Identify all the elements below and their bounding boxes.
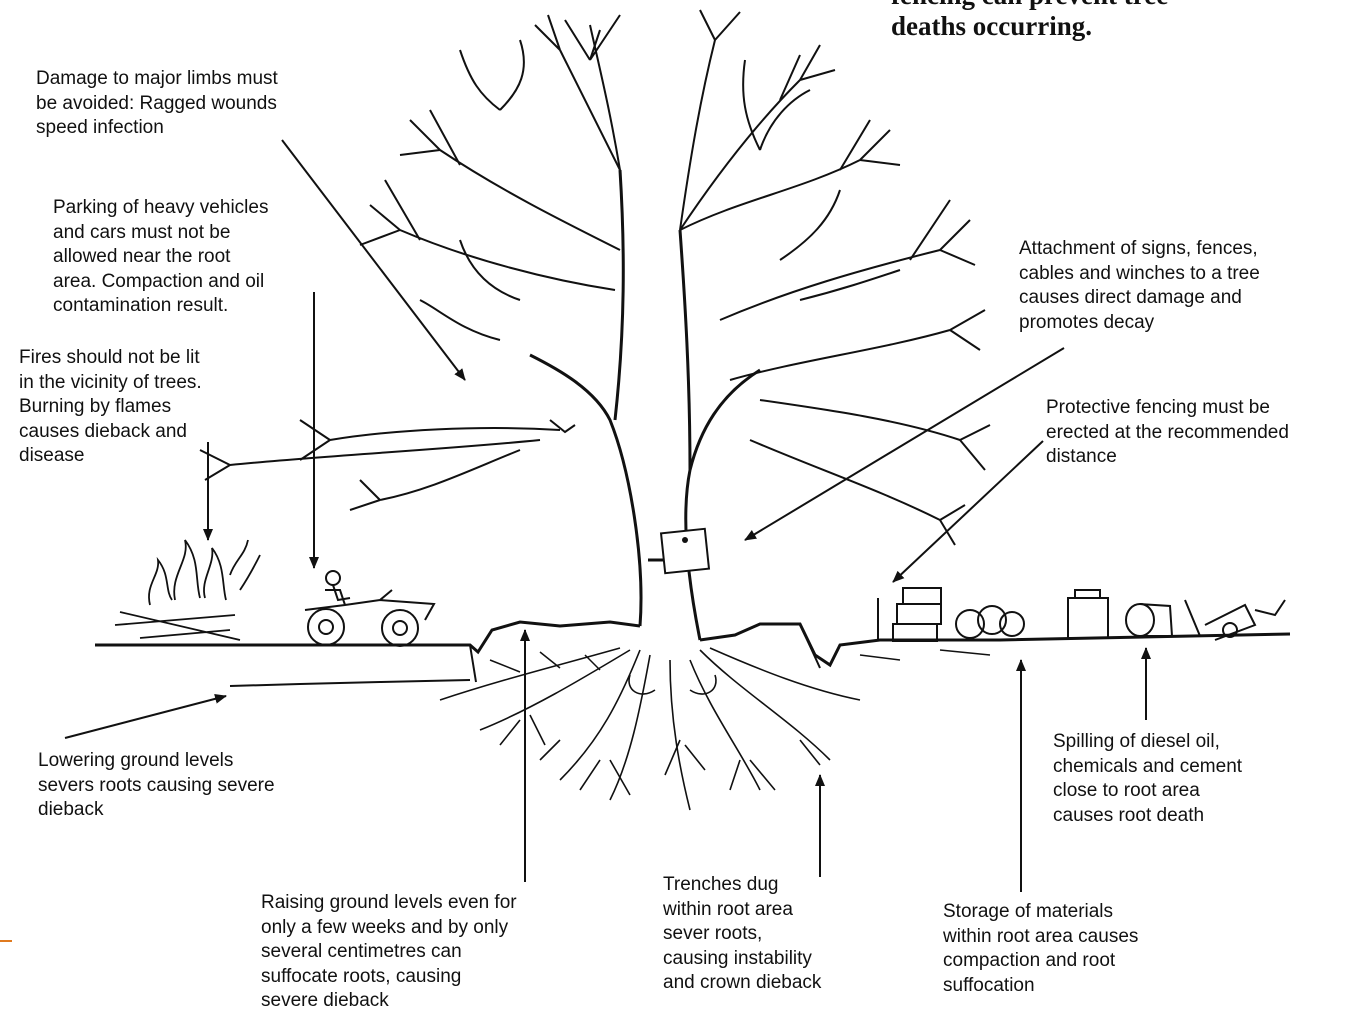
arrow-fencing — [893, 441, 1043, 582]
tree-roots — [440, 648, 860, 810]
label-trenches: Trenches dug within root area sever root… — [663, 873, 821, 996]
fire-illustration — [115, 540, 260, 640]
label-protective-fencing: Protective fencing must be erected at th… — [1046, 396, 1289, 470]
label-lowering-ground: Lowering ground levels severs roots caus… — [38, 749, 275, 823]
label-sign-attachment: Attachment of signs, fences, cables and … — [1019, 237, 1260, 335]
heading-partial-line: fencing can prevent tree — [891, 0, 1168, 10]
label-material-storage: Storage of materials within root area ca… — [943, 900, 1138, 998]
quad-bike-illustration — [305, 571, 434, 646]
fence-and-materials — [878, 588, 1285, 641]
label-major-limbs: Damage to major limbs must be avoided: R… — [36, 67, 278, 141]
arrow-limbs — [282, 140, 465, 380]
label-fires: Fires should not be lit in the vicinity … — [19, 346, 202, 469]
label-raising-ground: Raising ground levels even for only a fe… — [261, 891, 517, 1010]
ground-surface — [95, 622, 1290, 686]
arrow-signs — [745, 348, 1064, 540]
tree-trunk — [530, 170, 760, 640]
label-chemical-spilling: Spilling of diesel oil, chemicals and ce… — [1053, 730, 1242, 828]
sign-on-trunk — [661, 529, 709, 573]
arrow-lowering — [65, 696, 226, 738]
heading-line: deaths occurring. — [891, 12, 1092, 41]
label-vehicle-parking: Parking of heavy vehicles and cars must … — [53, 196, 268, 319]
